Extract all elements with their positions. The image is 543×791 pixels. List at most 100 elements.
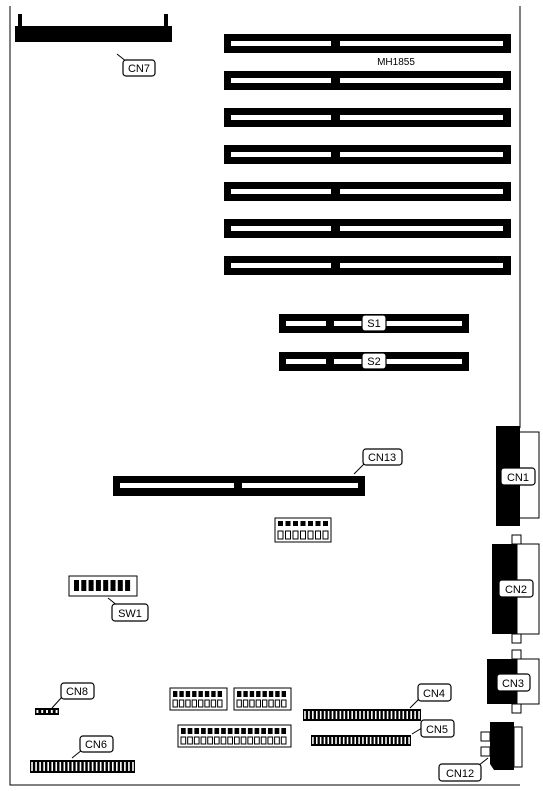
header-pin-gap xyxy=(55,762,58,771)
jumper-cap xyxy=(187,736,193,745)
header-pin-gap xyxy=(331,711,334,719)
jumper-cap xyxy=(322,530,329,540)
jumper-pin xyxy=(267,728,273,734)
cn4-label: CN4 xyxy=(423,688,445,700)
dip-key xyxy=(81,580,87,591)
header-pin-gap xyxy=(406,711,409,719)
jumper-cap xyxy=(240,736,247,745)
jumper-pin xyxy=(278,521,283,526)
header-pin-gap xyxy=(95,762,98,771)
header-pin-gap xyxy=(36,710,39,713)
jumper-pin xyxy=(300,521,306,526)
cn7-callout: CN7 xyxy=(116,53,156,77)
header-pin-gap xyxy=(404,737,406,744)
header-pin-gap xyxy=(410,711,412,719)
header-pin-gap xyxy=(350,737,353,744)
jumper-pin xyxy=(308,521,313,526)
header-pin-gap xyxy=(308,711,310,719)
header-pin-gap xyxy=(394,711,397,719)
header-pin-gap xyxy=(355,711,357,719)
header-pin-gap xyxy=(378,711,381,719)
header-pin-gap xyxy=(366,737,368,744)
jumper-pin xyxy=(249,691,255,697)
header-pin-gap xyxy=(381,737,383,744)
jumper-pin xyxy=(185,691,191,697)
dip-key xyxy=(110,580,116,591)
header-pin-gap xyxy=(339,711,342,719)
header-pin-gap xyxy=(39,762,41,771)
jumper-cap xyxy=(242,699,249,708)
header-pin-gap xyxy=(335,737,337,744)
jumper-cap xyxy=(249,699,255,708)
jumper-pin xyxy=(237,691,242,697)
header-pin-gap xyxy=(91,762,94,771)
header-pin-gap xyxy=(323,711,326,719)
header-pin-gap xyxy=(304,711,306,719)
header-pin-gap xyxy=(59,762,62,771)
isa-slot xyxy=(224,182,511,201)
header-pin-gap xyxy=(319,737,322,744)
jumper-block xyxy=(274,517,332,543)
jumper-pin xyxy=(221,728,226,734)
header-pin-gap xyxy=(50,710,53,713)
jumper-cap xyxy=(292,530,299,540)
jumper-cap xyxy=(262,699,268,708)
jumper-pin xyxy=(323,521,328,526)
header-pin-gap xyxy=(362,737,364,744)
header-pin-gap xyxy=(79,762,82,771)
header-pin-gap xyxy=(31,762,33,771)
dip-key xyxy=(125,580,131,591)
cn8-callout: CN8 xyxy=(51,682,95,709)
jumper-pin xyxy=(194,728,200,734)
header-pin-gap xyxy=(359,711,361,719)
header-pin-gap xyxy=(55,710,58,713)
header-pin-gap xyxy=(132,762,134,771)
header-pin-gap xyxy=(346,737,349,744)
header-pin-gap xyxy=(402,711,405,719)
header-pin-gap xyxy=(120,762,122,771)
header-pin-gap xyxy=(63,762,66,771)
isa-slot-group xyxy=(224,34,511,275)
jumper-pin xyxy=(293,521,298,526)
jumper-cap xyxy=(200,736,207,745)
header-pin-gap xyxy=(83,762,86,771)
header-pin-gap xyxy=(316,737,318,744)
jumper-cap xyxy=(247,736,254,745)
header-pin-gap xyxy=(312,737,314,744)
header-pin-gap xyxy=(396,737,399,744)
jumper-pin xyxy=(204,691,210,697)
dip-key xyxy=(95,580,101,591)
jumper-pin xyxy=(234,728,240,734)
cn1-connector: CN1 xyxy=(496,426,540,526)
jumper-cap xyxy=(281,699,287,708)
header-pin-gap xyxy=(347,711,350,719)
jumper-cap xyxy=(198,699,204,708)
jumper-pin xyxy=(275,691,280,697)
jumper-cap xyxy=(227,736,233,745)
jumper-pin xyxy=(198,691,203,697)
cn13-connector xyxy=(113,476,365,496)
jumper-cap xyxy=(254,736,260,745)
jumper-cap xyxy=(285,530,291,540)
cn2-connector: CN2 xyxy=(492,534,540,644)
jumper-pin xyxy=(281,728,286,734)
jumper-pin xyxy=(207,728,213,734)
header-pin-gap xyxy=(312,711,314,719)
header-pin-gap xyxy=(335,711,338,719)
sw1-dip-switch xyxy=(68,575,138,597)
header-pin-gap xyxy=(390,711,393,719)
cn12-connector: CN12 xyxy=(438,722,523,782)
header-pin-gap xyxy=(339,737,341,744)
jumper-pin xyxy=(254,728,260,734)
header-pin-gap xyxy=(371,711,373,719)
header-pin-gap xyxy=(323,737,326,744)
header-pin-gap xyxy=(400,737,403,744)
header-pin-gap xyxy=(414,711,416,719)
cn5-label: CN5 xyxy=(426,724,448,736)
header-pin-gap xyxy=(315,711,318,719)
jumper-cap xyxy=(307,530,314,540)
isa-slot xyxy=(224,219,511,238)
jumper-cap xyxy=(280,736,287,745)
cn6-callout: CN6 xyxy=(71,735,114,759)
jumper-cap xyxy=(204,699,210,708)
